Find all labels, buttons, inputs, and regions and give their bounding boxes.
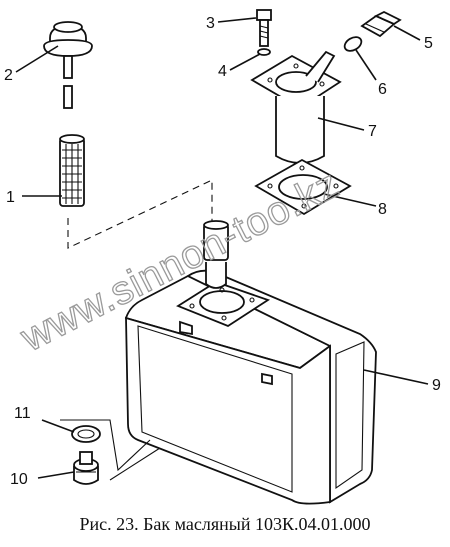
part-5-fitting [360, 10, 402, 38]
part-6-seal-ring [343, 36, 363, 52]
oil-tank-exploded-diagram: 1 2 3 4 5 6 7 8 9 10 11 www.sinnon-too.k… [4, 9, 441, 505]
callout-10: 10 [10, 471, 28, 488]
callout-9: 9 [432, 377, 441, 394]
callout-5: 5 [424, 35, 433, 52]
part-1-strainer [59, 134, 85, 207]
callouts: 1 2 3 4 5 6 7 8 9 10 11 [4, 15, 441, 488]
callout-7: 7 [368, 123, 377, 140]
callout-8: 8 [378, 201, 387, 218]
part-4-washer [257, 48, 271, 56]
part-2-breather-cap [43, 21, 93, 109]
drain-assembly-lines [60, 419, 161, 481]
part-8-gasket [254, 158, 352, 216]
part-3-bolt [256, 9, 272, 47]
callout-6: 6 [378, 81, 387, 98]
part-9-tank-body [124, 220, 377, 505]
assembly-dashed-line [67, 179, 213, 249]
callout-4: 4 [218, 63, 227, 80]
figure-caption: Рис. 23. Бак масляный 103К.04.01.000 [79, 514, 371, 534]
part-10-drain-plug [73, 451, 99, 485]
callout-11: 11 [14, 405, 31, 422]
callout-1: 1 [6, 189, 15, 206]
callout-3: 3 [206, 15, 215, 32]
part-11-plug-washer [71, 425, 101, 443]
leader-lines [15, 17, 429, 479]
part-7-filler-neck [250, 50, 342, 164]
callout-2: 2 [4, 67, 13, 84]
